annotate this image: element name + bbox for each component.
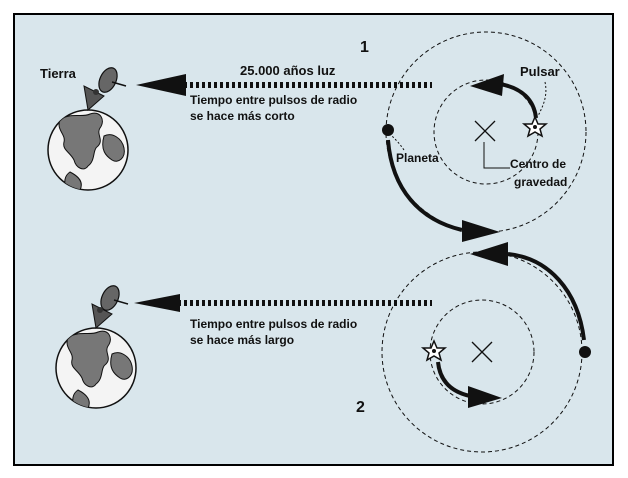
bottom-caption-line1: Tiempo entre pulsos de radio [190, 317, 357, 331]
pulsar-motion-arrow-bottom [436, 361, 471, 398]
pulsar-arrowhead-bottom [468, 386, 502, 408]
planet-dot-icon [579, 346, 591, 358]
signal-arrowhead-bottom [134, 294, 180, 312]
pulsar-arrowhead-top [470, 74, 504, 96]
center-label-line1: Centro de [510, 157, 566, 171]
planet-arrowhead-top [462, 220, 500, 242]
planet-dot-icon [382, 124, 394, 136]
radio-dish-icon [93, 67, 127, 95]
pulsar-label-pointer [537, 81, 547, 117]
radio-dish-icon [97, 285, 129, 313]
distance-label: 25.000 años luz [240, 63, 336, 78]
planet-arrowhead-bottom [470, 242, 508, 266]
bottom-caption-line2: se hace más largo [190, 333, 294, 347]
cross-mark-icon [474, 120, 496, 142]
earth-globe-icon [55, 303, 137, 409]
star-icon [521, 115, 549, 138]
planet-label-pointer [391, 135, 405, 151]
pulsar-label: Pulsar [520, 64, 560, 79]
panel-number-2: 2 [356, 399, 365, 416]
cross-mark-icon [471, 341, 493, 363]
planet-label: Planeta [396, 151, 439, 165]
earth-label: Tierra [40, 66, 77, 81]
center-leader-line-top [483, 142, 510, 169]
planet-motion-arrow-bottom [507, 252, 586, 341]
panel-number-1: 1 [360, 39, 369, 56]
top-caption-line1: Tiempo entre pulsos de radio [190, 93, 357, 107]
earth-globe-icon [47, 85, 129, 191]
signal-arrowhead-top [136, 74, 186, 96]
star-icon [420, 339, 448, 362]
top-caption-line2: se hace más corto [190, 109, 295, 123]
center-label-line2: gravedad [514, 175, 567, 189]
planet-motion-arrow-top [386, 139, 463, 232]
pulsar-motion-arrow-top [499, 82, 538, 119]
